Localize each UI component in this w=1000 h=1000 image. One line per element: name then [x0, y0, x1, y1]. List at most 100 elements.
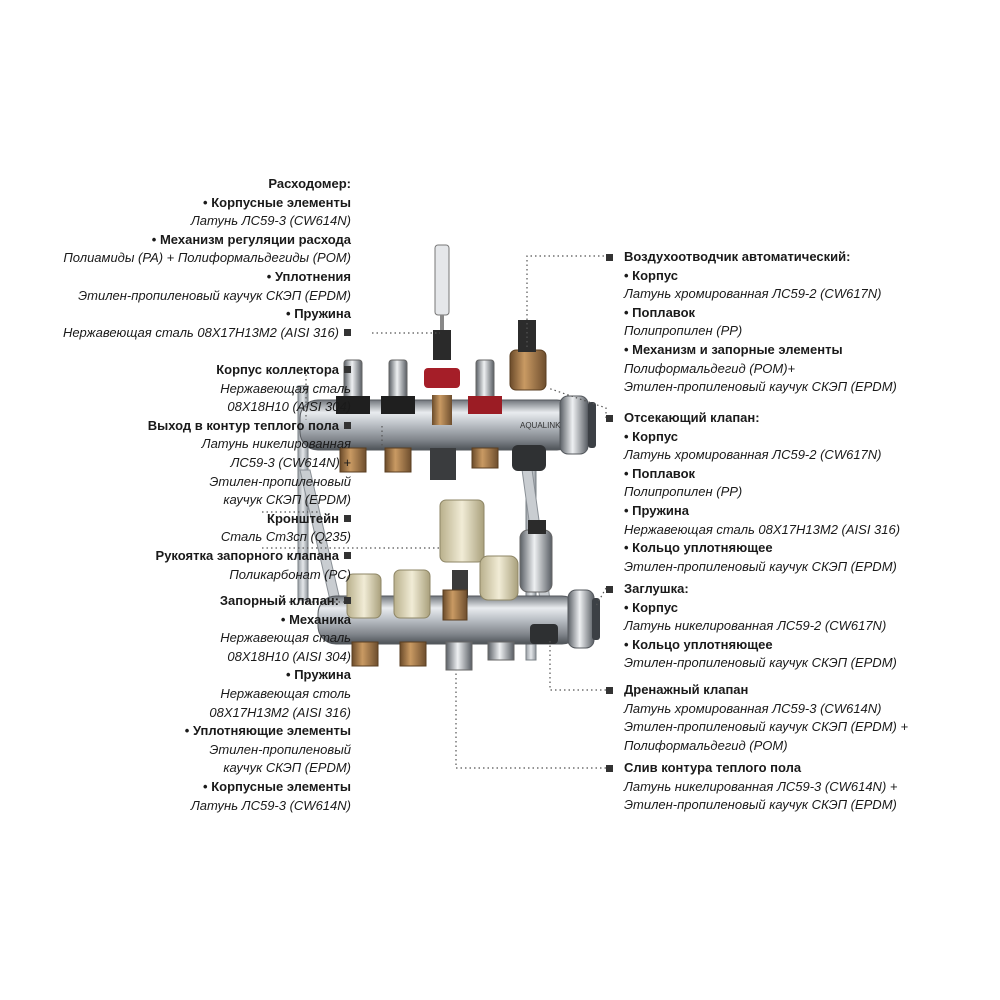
callout-text: Нержавеющая сталь 08Х17Н13М2 (AISI 316) — [624, 521, 901, 537]
callout-heading: Рукоятка запорного клапана — [148, 547, 351, 566]
callout-text: Кольцо уплотняющее — [632, 636, 773, 652]
callout-text: Дренажный клапан — [624, 682, 749, 697]
callout-text: Поплавок — [632, 465, 696, 481]
callout-text: Полипропилен (PP) — [624, 323, 743, 339]
callout-text: Полиформальдегид (POM) — [624, 737, 788, 753]
marker-square-icon — [606, 254, 613, 261]
callout-heading: • Поплавок — [624, 304, 897, 323]
callout-material: Нержавеющая сталь 08Х17Н13М2 (AISI 316) — [63, 324, 351, 343]
callout-text: Этилен-пропиленовый — [209, 741, 351, 757]
bullet-icon: • — [624, 267, 633, 283]
callout-material: каучук СКЭП (EPDM) — [148, 491, 351, 510]
callout-text: Этилен-пропиленовый каучук СКЭП (EPDM) — [78, 287, 351, 303]
callout-text: Этилен-пропиленовый каучук СКЭП (EPDM) — [624, 558, 897, 574]
leader-lines — [262, 255, 607, 769]
marker-square-icon — [606, 415, 613, 422]
bullet-icon: • — [151, 231, 160, 247]
callout-text: Отсекающий клапан: — [624, 410, 760, 425]
callout-text: Корпусные элементы — [211, 194, 351, 210]
callout-material: Нержавеющая столь — [185, 685, 351, 704]
callout-text: Нержавеющая сталь — [220, 380, 351, 396]
callout-text: Полиамиды (PA) + Полиформальдегиды (POM) — [63, 250, 351, 266]
air-vent — [509, 320, 547, 471]
callout-text: 08Х18Н10 (AISI 304) — [227, 648, 351, 664]
callout-heading: • Корпус — [624, 428, 900, 447]
callout-text: Нержавеющая сталь 08Х17Н13М2 (AISI 316) — [62, 324, 339, 340]
callout-text: Этилен-пропиленовый каучук СКЭП (EPDM) — [624, 797, 897, 813]
brand-logo: AQUALINK — [520, 421, 561, 430]
callout-material: Этилен-пропиленовый каучук СКЭП (EPDM) — [624, 654, 897, 673]
callout-heading: • Корпус — [624, 599, 897, 618]
callout-text: Латунь хромированная ЛС59-2 (CW617N) — [624, 286, 882, 302]
callout-heading: Выход в контур теплого пола — [148, 417, 351, 436]
callout-text: Латунь ЛС59-3 (CW614N) — [190, 213, 351, 229]
callout-material: Этилен-пропиленовый каучук СКЭП (EPDM) + — [624, 718, 908, 737]
callout-text: ЛС59-3 (CW614N) + — [230, 454, 351, 470]
callout-heading: Слив контура теплого пола — [606, 759, 897, 778]
callout-text: Сталь Ст3сп (Q235) — [220, 529, 351, 545]
callout-heading: Отсекающий клапан: — [606, 409, 900, 428]
callout-text: Полиформальдегид (POM)+ — [624, 360, 796, 376]
callout-text: Заглушка: — [624, 581, 689, 596]
callout-text: Пружина — [294, 306, 351, 322]
marker-square-icon — [606, 586, 613, 593]
flowmeters — [336, 359, 502, 414]
callout-text: каучук СКЭП (EPDM) — [223, 760, 351, 776]
callout-text: Этилен-пропиленовый каучук СКЭП (EPDM) — [624, 655, 897, 671]
callout-text: Этилен-пропиленовый — [209, 473, 351, 489]
callout-text: Уплотняющие элементы — [192, 723, 351, 739]
callout-heading: Заглушка: — [606, 580, 897, 599]
marker-square-icon — [344, 366, 351, 373]
upper-outlets — [339, 447, 499, 480]
callout-text: Полипропилен (PP) — [624, 484, 743, 500]
callout-text: Расходомер: — [268, 176, 351, 191]
callout-heading: Дренажный клапан — [606, 681, 908, 700]
bullet-icon: • — [624, 636, 633, 652]
bullet-icon: • — [286, 306, 295, 322]
callout-material: Этилен-пропиленовый каучук СКЭП (EPDM) — [624, 796, 897, 815]
callout-material: Латунь хромированная ЛС59-2 (CW617N) — [624, 446, 900, 465]
marker-square-icon — [344, 551, 351, 559]
bullet-icon: • — [184, 723, 193, 739]
callout-heading: • Пружина — [185, 666, 351, 685]
bullet-icon: • — [266, 268, 275, 284]
callout-material: Нержавеющая сталь — [148, 380, 351, 399]
callout-material: Полипропилен (PP) — [624, 322, 897, 341]
callout-text: Латунь хромированная ЛС59-3 (CW614N) — [624, 700, 882, 716]
callout-material: Сталь Ст3сп (Q235) — [148, 528, 351, 547]
callout-text: каучук СКЭП (EPDM) — [223, 492, 351, 508]
marker-square-icon — [344, 514, 351, 522]
callout-text: Механика — [289, 611, 351, 627]
bullet-icon: • — [624, 502, 633, 518]
callout-material: Латунь никелированная — [148, 435, 351, 454]
callout-material: Полиформальдегид (POM)+ — [624, 360, 897, 379]
callout-material: 08Х18Н10 (AISI 304) — [185, 648, 351, 667]
callout-heading: Воздухоотводчик автоматический: — [606, 248, 897, 267]
callout-heading: • Корпусные элементы — [185, 778, 351, 797]
callout-material: Поликарбонат (PC) — [148, 566, 351, 585]
callout-text: Латунь ЛС59-3 (CW614N) — [190, 797, 351, 813]
callout-text: Пружина — [294, 667, 351, 683]
callout-heading: Корпус коллектора — [148, 361, 351, 380]
callout-text: Латунь никелированная ЛС59-3 (CW614N) + — [624, 778, 898, 794]
callout-heading: Запорный клапан: — [185, 592, 351, 611]
callout-material: Нержавеющая сталь 08Х17Н13М2 (AISI 316) — [624, 521, 900, 540]
callout-text: Поликарбонат (PC) — [229, 566, 351, 582]
callout-material: Полиамиды (PA) + Полиформальдегиды (POM) — [63, 249, 351, 268]
callout-material: Этилен-пропиленовый каучук СКЭП (EPDM) — [624, 558, 900, 577]
callout-text: Корпус коллектора — [216, 362, 339, 377]
callout-text: Корпус — [632, 428, 678, 444]
callout-text: Воздухоотводчик автоматический: — [624, 249, 851, 264]
bullet-icon: • — [624, 304, 633, 320]
callout-heading: • Пружина — [63, 305, 351, 324]
callout-heading: Расходомер: — [63, 175, 351, 194]
callout-text: Латунь никелированная — [201, 436, 351, 452]
